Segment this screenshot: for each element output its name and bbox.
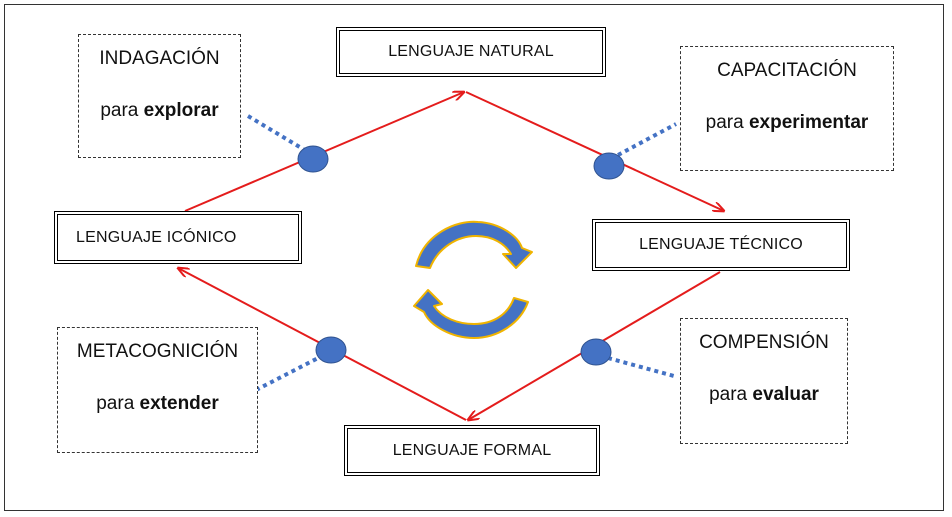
phase-capacitacion-box: CAPACITACIÓN para experimentar [680, 46, 894, 171]
lenguaje-formal-box: LENGUAJE FORMAL [344, 425, 600, 476]
node-capacitacion [593, 152, 625, 180]
phase-indagacion-box: INDAGACIÓN para explorar [78, 34, 241, 158]
phase-indagacion-verb: explorar [143, 100, 219, 121]
phase-capacitacion-subtitle: para experimentar [706, 112, 869, 134]
phase-capacitacion-title: CAPACITACIÓN [717, 60, 857, 81]
phase-compension-verb: evaluar [752, 384, 819, 405]
lenguaje-natural-label: LENGUAJE NATURAL [388, 43, 554, 60]
connector-compension [607, 356, 675, 378]
phase-compension-subtitle: para evaluar [709, 384, 819, 406]
node-metacognicion [315, 336, 347, 364]
lenguaje-tecnico-box: LENGUAJE TÉCNICO [592, 219, 850, 271]
phase-metacognicion-title: METACOGNICIÓN [76, 341, 239, 362]
connector-indagacion [246, 114, 310, 154]
cycle-arrow-bottom [413, 289, 529, 339]
lenguaje-formal-label: LENGUAJE FORMAL [392, 441, 552, 459]
phase-compension-box: COMPENSIÓN para evaluar [680, 318, 848, 444]
connector-metacognicion [255, 354, 323, 392]
connector-capacitacion [617, 122, 677, 157]
phase-metacognicion-box: METACOGNICIÓN para extender [57, 327, 258, 453]
lenguaje-tecnico-label: LENGUAJE TÉCNICO [639, 236, 803, 253]
arrow-natural-to-tecnico [465, 91, 724, 211]
phase-capacitacion-prefix: para [705, 112, 744, 133]
cycle-arrow-top [415, 220, 533, 269]
phase-indagacion-title: INDAGACIÓN [99, 48, 220, 69]
phase-indagacion-prefix: para [100, 100, 139, 121]
node-indagacion [297, 145, 329, 173]
phase-capacitacion-verb: experimentar [748, 112, 869, 133]
phase-metacognicion-subtitle: para extender [96, 393, 219, 415]
refresh-cycle-icon [413, 220, 533, 339]
node-compension [580, 338, 612, 366]
phase-compension-prefix: para [709, 384, 748, 405]
phase-metacognicion-verb: extender [139, 393, 219, 414]
lenguaje-natural-box: LENGUAJE NATURAL [336, 27, 606, 77]
phase-metacognicion-prefix: para [96, 393, 135, 414]
phase-compension-title: COMPENSIÓN [699, 332, 829, 353]
phase-indagacion-subtitle: para explorar [100, 100, 218, 122]
lenguaje-iconico-box: LENGUAJE ICÓNICO [54, 211, 302, 264]
lenguaje-iconico-label: LENGUAJE ICÓNICO [76, 228, 237, 246]
diagram-frame [4, 4, 944, 511]
